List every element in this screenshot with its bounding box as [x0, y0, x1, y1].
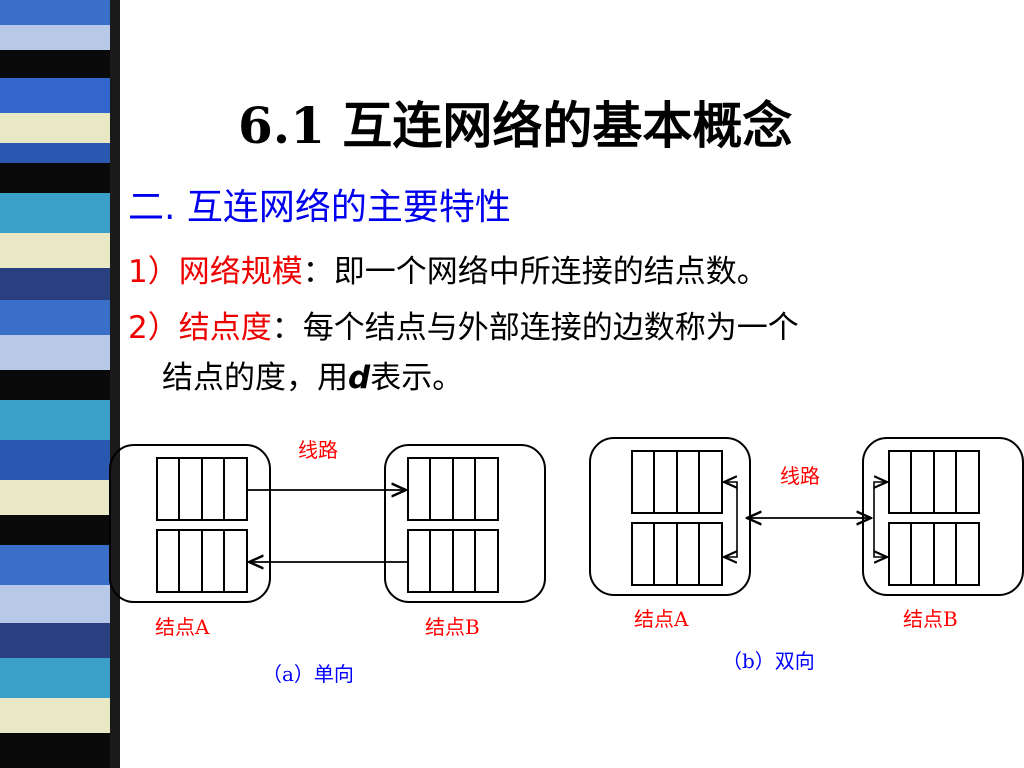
point-1-term: 网络规模	[178, 254, 303, 290]
node-b-box	[862, 437, 1024, 596]
point-2: 2）结点度：每个结点与外部连接的边数称为一个	[128, 302, 799, 347]
point-1: 1）网络规模：即一个网络中所连接的结点数。	[128, 246, 768, 291]
decorative-strip	[0, 0, 120, 768]
node-a-buffer-out	[156, 457, 248, 521]
degree-symbol: d	[348, 360, 371, 396]
diagram-b	[589, 437, 1024, 596]
node-b-buffer-in	[407, 457, 499, 521]
point-2-cont-after: 表示。	[370, 360, 464, 396]
node-a-route-out-arrow	[724, 518, 738, 557]
diagram-a-node-a-label: 结点A	[155, 615, 210, 639]
section-text: 互连网络的主要特性	[186, 187, 511, 228]
node-a-buffer-top	[631, 450, 723, 514]
diagram-a	[109, 444, 546, 603]
section-number: 二.	[128, 187, 176, 228]
diagram-b-node-a-label: 结点A	[634, 607, 689, 631]
node-a-route-in-arrow	[724, 482, 738, 518]
point-2-number: 2）	[128, 310, 179, 346]
diagram-b-caption: （b）双向	[722, 649, 815, 673]
node-b-box	[384, 444, 546, 603]
node-b-buffer-out	[407, 529, 499, 593]
point-1-sep: ：	[302, 254, 334, 290]
node-b-buffer-bottom	[888, 522, 980, 586]
point-2-text: 每个结点与外部连接的边数称为一个	[302, 310, 799, 346]
diagram-a-link-label: 线路	[298, 438, 338, 462]
node-a-box	[589, 437, 751, 596]
diagram-b-node-b-label: 结点B	[903, 607, 958, 631]
point-1-text: 即一个网络中所连接的结点数。	[333, 254, 768, 290]
diagram-a-node-b-label: 结点B	[425, 615, 480, 639]
node-b-buffer-top	[888, 450, 980, 514]
node-b-route-out-arrow	[873, 518, 887, 557]
section-heading: 二. 互连网络的主要特性	[128, 178, 511, 230]
node-a-buffer-in	[156, 529, 248, 593]
diagram-b-link-label: 线路	[780, 464, 820, 488]
point-1-number: 1）	[128, 254, 179, 290]
node-a-buffer-bottom	[631, 522, 723, 586]
point-2-term: 结点度	[178, 310, 272, 346]
diagram-a-caption: （a）单向	[262, 662, 354, 686]
point-2-continued: 结点的度，用d表示。	[162, 352, 463, 397]
node-b-route-in-arrow	[873, 482, 887, 518]
slide-title: 6.1 互连网络的基本概念	[238, 96, 793, 155]
node-a-box	[109, 444, 271, 603]
point-2-cont-before: 结点的度，用	[162, 360, 348, 396]
point-2-sep: ：	[271, 310, 303, 346]
